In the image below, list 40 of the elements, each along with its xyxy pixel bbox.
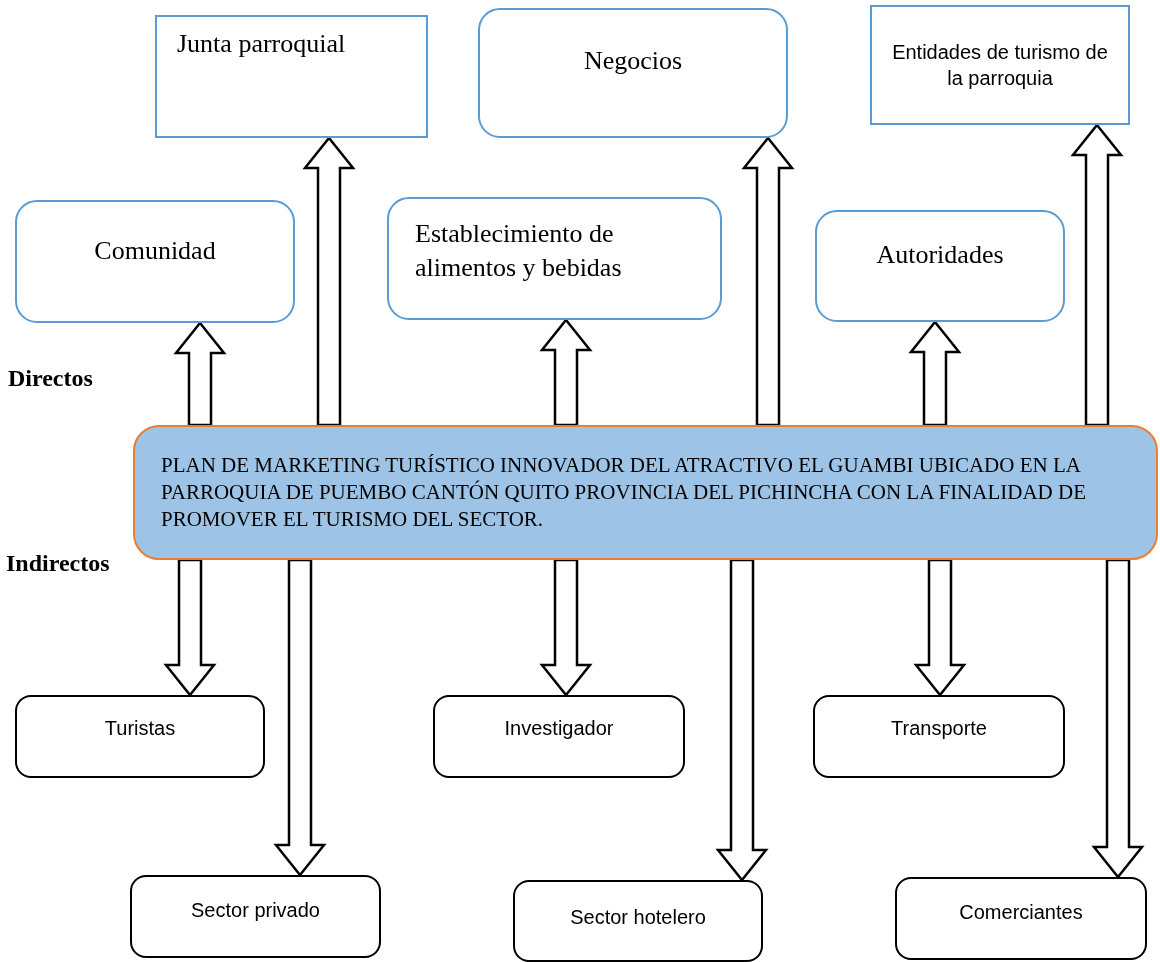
block-arrow bbox=[302, 136, 356, 427]
block-arrow bbox=[539, 558, 593, 697]
stakeholder-box bbox=[433, 695, 685, 778]
block-arrow bbox=[908, 320, 962, 427]
group-label: Indirectos bbox=[6, 550, 110, 577]
stakeholder-box bbox=[387, 197, 722, 320]
stakeholder-box bbox=[513, 880, 763, 962]
box-text: Investigador bbox=[504, 716, 614, 741]
stakeholder-box bbox=[478, 8, 788, 138]
box-text: Turistas bbox=[104, 716, 176, 741]
box-text: Sector privado bbox=[191, 898, 320, 923]
box-text: Comunidad bbox=[94, 235, 216, 267]
stakeholder-box bbox=[895, 877, 1147, 960]
box-text: Negocios bbox=[583, 45, 683, 77]
box-text: Comerciantes bbox=[959, 900, 1083, 925]
box-text: Entidades de turismo de la parroquia bbox=[891, 40, 1109, 91]
stakeholder-box bbox=[815, 210, 1065, 322]
block-arrow bbox=[715, 558, 769, 882]
block-arrow bbox=[741, 136, 795, 427]
group-label: Directos bbox=[8, 365, 93, 392]
box-text: PLAN DE MARKETING TURÍSTICO INNOVADOR DEL ATRACTIVO EL GUAMBI UBICADO EN LA PARROQUIA DE PUEMBO CANTÓN QUITO PROVINCIA DEL PICHINCHA CON LA FINALIDAD DE PROMOVER EL TURISMO DEL SECTOR. bbox=[161, 451, 1087, 534]
box-text: Junta parroquial bbox=[177, 28, 346, 60]
stakeholder-box bbox=[870, 5, 1130, 125]
stakeholder-box bbox=[15, 695, 265, 778]
block-arrow bbox=[173, 321, 227, 427]
title-banner bbox=[133, 425, 1158, 560]
box-text: Establecimiento de alimentos y bebidas bbox=[415, 218, 623, 284]
block-arrow bbox=[1091, 558, 1145, 879]
stakeholder-box bbox=[130, 875, 381, 958]
stakeholder-box bbox=[813, 695, 1065, 778]
stakeholder-box bbox=[15, 200, 295, 323]
block-arrow bbox=[539, 318, 593, 427]
stakeholder-box bbox=[155, 15, 428, 138]
box-text: Transporte bbox=[891, 716, 987, 741]
box-text: Sector hotelero bbox=[570, 905, 706, 930]
block-arrow bbox=[913, 558, 967, 697]
block-arrow bbox=[163, 558, 217, 697]
block-arrow bbox=[273, 558, 327, 877]
box-text: Autoridades bbox=[876, 239, 1004, 271]
block-arrow bbox=[1070, 123, 1124, 427]
